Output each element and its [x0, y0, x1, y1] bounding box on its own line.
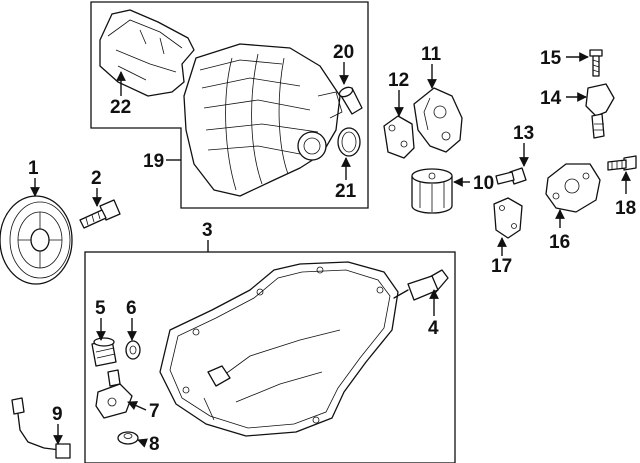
pcv-cap-part [338, 86, 363, 115]
callout-11: 11 [421, 44, 442, 65]
pulley-bolt-part [79, 199, 121, 229]
oil-pan-part [159, 261, 399, 437]
callout-1: 1 [28, 158, 39, 179]
pump-gasket-part [493, 197, 523, 239]
callout-12: 12 [388, 70, 409, 91]
intake-group-box [90, 1, 369, 209]
callout-7: 7 [149, 401, 160, 422]
throttle-gasket-part [337, 127, 361, 157]
callout-8: 8 [149, 434, 160, 455]
callout-9: 9 [52, 404, 63, 425]
sensor-bolt-part [589, 49, 603, 77]
callout-2: 2 [91, 168, 102, 189]
crankshaft-pulley-part [0, 195, 73, 285]
intake-manifold-part [183, 43, 343, 197]
engine-cover-part [99, 9, 195, 97]
callout-5: 5 [95, 298, 106, 319]
callout-16: 16 [549, 232, 570, 253]
oil-filter-adapter-part [413, 87, 463, 153]
callout-13: 13 [513, 123, 534, 144]
sensor-harness-part [11, 397, 71, 459]
oil-pan-group-box [84, 251, 456, 463]
callout-15: 15 [540, 48, 562, 69]
callout-4: 4 [428, 318, 439, 339]
drain-washer-part [125, 340, 141, 360]
callout-6: 6 [126, 298, 137, 319]
callout-18: 18 [615, 198, 636, 219]
callout-22: 22 [110, 97, 131, 118]
sensor-nut-part [117, 431, 139, 445]
dipstick-handle-part [393, 269, 449, 301]
callout-14: 14 [540, 88, 562, 109]
drain-plug-part [91, 337, 117, 367]
oil-level-sensor-part [95, 369, 133, 419]
leader-lines [30, 52, 631, 448]
callout-20: 20 [333, 42, 354, 63]
callout-3: 3 [202, 220, 213, 241]
oil-control-solenoid-part [585, 83, 615, 139]
callout-21: 21 [335, 181, 357, 202]
pump-bolt-part [495, 167, 527, 185]
callout-17: 17 [491, 256, 512, 277]
callout-19: 19 [143, 151, 164, 172]
oil-pump-part [545, 163, 601, 213]
callout-numbers: 1 2 3 4 5 6 7 8 9 10 11 12 13 14 15 16 1… [28, 42, 636, 455]
callout-10: 10 [473, 173, 494, 194]
pump-mount-bolt-part [607, 155, 637, 171]
adapter-gasket-part [383, 115, 415, 159]
oil-filter-part [411, 168, 453, 214]
